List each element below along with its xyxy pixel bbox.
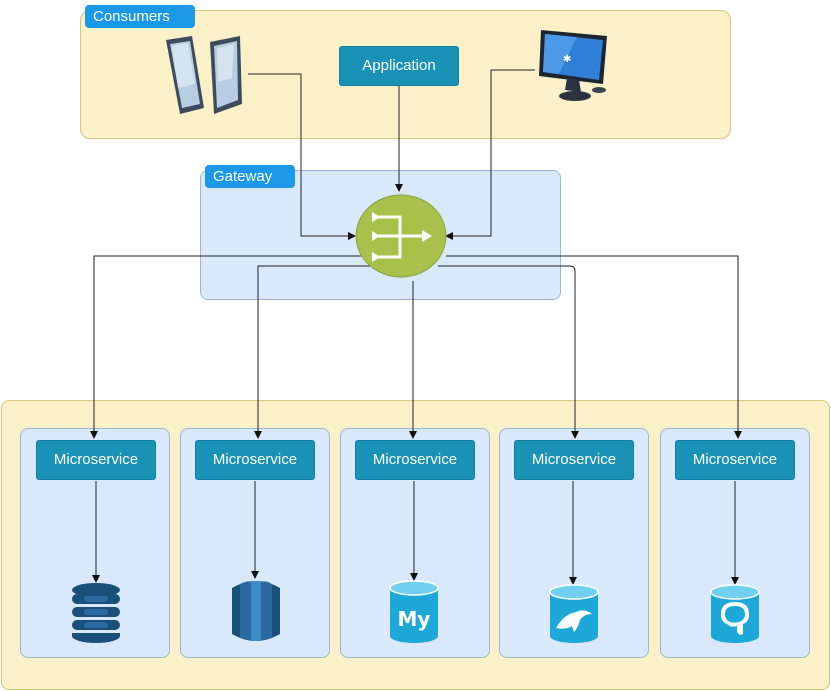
edge-gateway-to-service-2 [254,265,372,439]
postgresql-icon [710,584,760,643]
gateway-label: Gateway [205,165,295,188]
mysql-icon: My [389,580,439,643]
rds-icon [232,581,280,641]
consumers-label: Consumers [85,5,195,28]
api-gateway-router-icon [355,194,447,278]
application-node[interactable]: Application [339,46,459,86]
desktop-computer-icon: ✱ [539,30,607,101]
edge-desktop-to-gateway [445,69,535,240]
microservice-button-4[interactable]: Microservice [514,440,634,480]
sqlserver-icon [549,584,599,643]
microservice-button-2[interactable]: Microservice [195,440,315,480]
microservice-button-1[interactable]: Microservice [36,440,156,480]
mobile-devices-icon [166,36,242,114]
edge-gateway-to-service-4 [438,265,579,439]
microservice-button-5[interactable]: Microservice [675,440,795,480]
microservice-button-3[interactable]: Microservice [355,440,475,480]
edge-phone-to-gateway [248,73,356,240]
edge-gateway-to-service-1 [90,255,365,439]
edge-gateway-to-service-5 [446,255,742,439]
mysql-logo-text: My [398,607,431,631]
svg-text:✱: ✱ [563,54,571,65]
dynamodb-icon [72,583,120,643]
